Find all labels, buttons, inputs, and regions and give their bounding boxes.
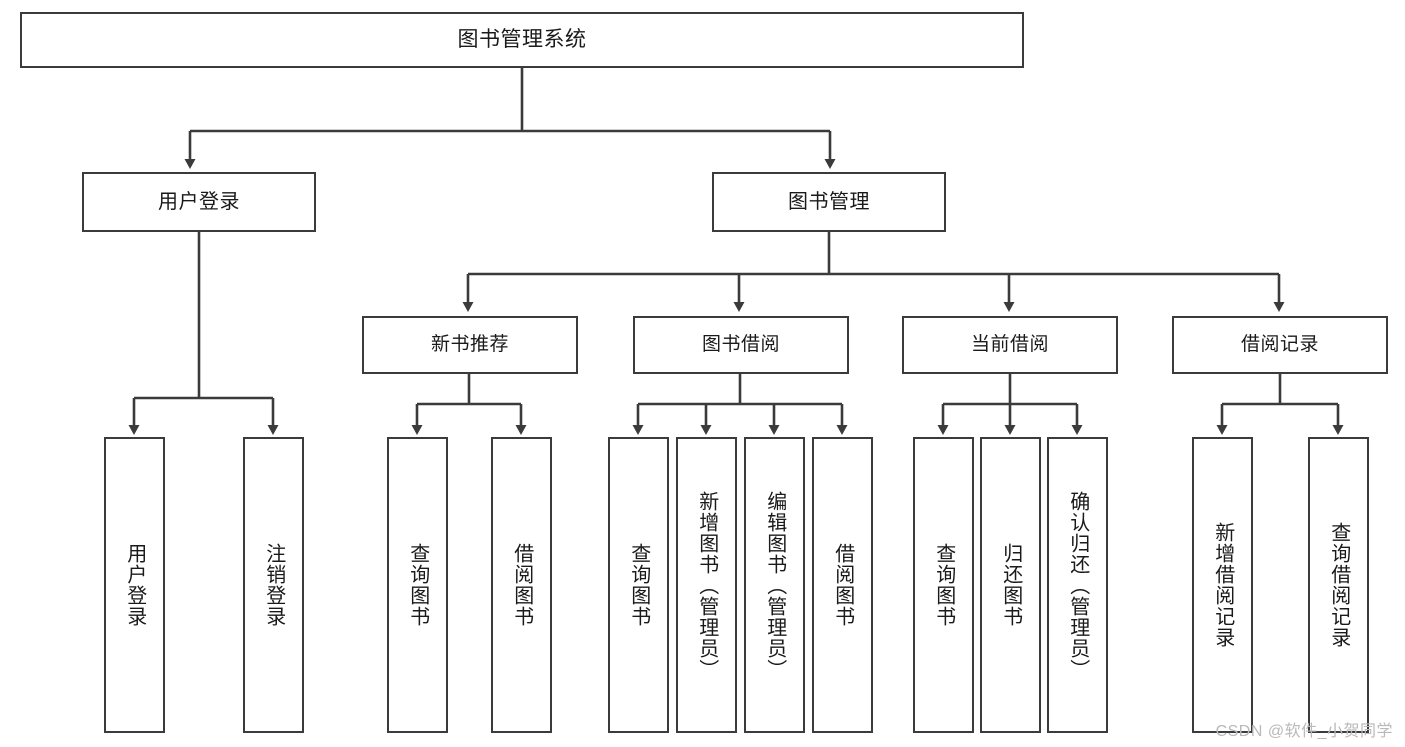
leaf-user-login-login[interactable]: 用户登录 bbox=[104, 437, 165, 733]
node-label: 用户登录 bbox=[158, 190, 240, 213]
leaf-new-book-query[interactable]: 查询图书 bbox=[387, 437, 448, 733]
node-new-book-recommend[interactable]: 新书推荐 bbox=[362, 316, 578, 374]
leaf-book-borrow-edit-admin[interactable]: 编辑图书（管理员） bbox=[744, 437, 805, 733]
node-book-borrow[interactable]: 图书借阅 bbox=[633, 316, 849, 374]
node-current-borrow[interactable]: 当前借阅 bbox=[902, 316, 1118, 374]
node-label: 借阅图书 bbox=[510, 543, 533, 627]
leaf-current-borrow-query[interactable]: 查询图书 bbox=[913, 437, 974, 733]
leaf-borrow-record-query[interactable]: 查询借阅记录 bbox=[1308, 437, 1369, 733]
node-label: 编辑图书（管理员） bbox=[763, 490, 786, 680]
node-borrow-record[interactable]: 借阅记录 bbox=[1172, 316, 1388, 374]
leaf-book-borrow-query[interactable]: 查询图书 bbox=[608, 437, 669, 733]
leaf-current-borrow-return[interactable]: 归还图书 bbox=[980, 437, 1041, 733]
node-label: 图书管理 bbox=[788, 190, 870, 213]
leaf-borrow-record-add[interactable]: 新增借阅记录 bbox=[1192, 437, 1253, 733]
leaf-book-borrow-borrow[interactable]: 借阅图书 bbox=[812, 437, 873, 733]
leaf-book-borrow-add-admin[interactable]: 新增图书（管理员） bbox=[676, 437, 737, 733]
node-label: 图书借阅 bbox=[701, 334, 780, 356]
node-label: 借阅记录 bbox=[1240, 334, 1319, 356]
node-label: 借阅图书 bbox=[831, 543, 854, 627]
node-label: 查询图书 bbox=[406, 543, 429, 627]
node-label: 查询图书 bbox=[932, 543, 955, 627]
node-label: 当前借阅 bbox=[970, 334, 1049, 356]
csdn-watermark: CSDN @软件_小贺同学 bbox=[1215, 723, 1393, 740]
leaf-user-login-logout[interactable]: 注销登录 bbox=[243, 437, 304, 733]
node-label: 图书管理系统 bbox=[457, 28, 587, 52]
node-label: 归还图书 bbox=[999, 543, 1022, 627]
leaf-new-book-borrow[interactable]: 借阅图书 bbox=[491, 437, 552, 733]
node-root-system[interactable]: 图书管理系统 bbox=[20, 12, 1024, 68]
node-label: 新增借阅记录 bbox=[1211, 522, 1234, 648]
node-book-management[interactable]: 图书管理 bbox=[712, 172, 946, 232]
node-label: 查询借阅记录 bbox=[1327, 522, 1350, 648]
node-label: 查询图书 bbox=[627, 543, 650, 627]
node-label: 确认归还（管理员） bbox=[1066, 490, 1089, 680]
node-label: 注销登录 bbox=[262, 543, 285, 627]
leaf-current-borrow-confirm-admin[interactable]: 确认归还（管理员） bbox=[1047, 437, 1108, 733]
node-label: 新书推荐 bbox=[430, 334, 509, 356]
node-label: 新增图书（管理员） bbox=[695, 490, 718, 680]
node-label: 用户登录 bbox=[123, 543, 146, 627]
node-user-login[interactable]: 用户登录 bbox=[82, 172, 316, 232]
